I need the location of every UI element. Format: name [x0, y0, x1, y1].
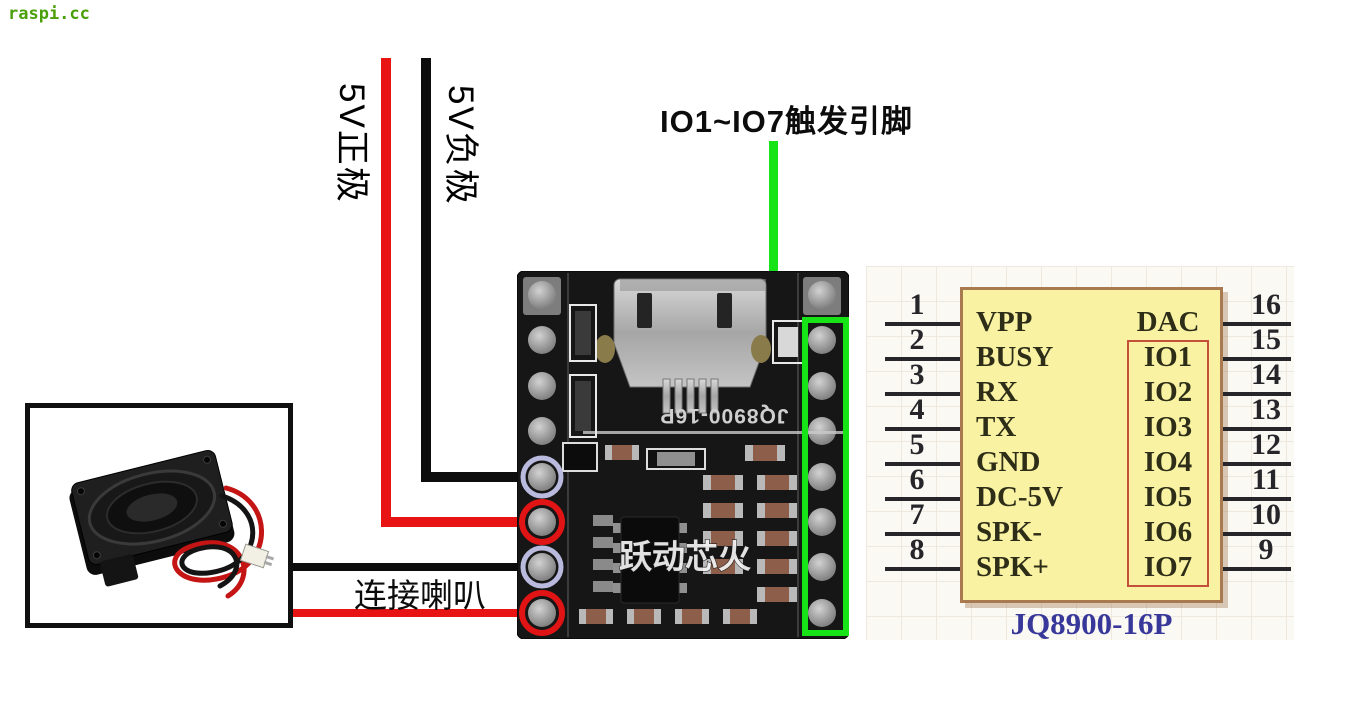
negative-wire-horizontal: [421, 472, 549, 482]
pin-number: 1: [909, 288, 925, 321]
io-pins-highlight-box: [802, 317, 849, 636]
pin-label: TX: [976, 411, 1017, 443]
screw-hole-icon: [76, 487, 85, 496]
pin-number: 8: [909, 533, 925, 566]
dc5v-pin-ring: [519, 499, 565, 545]
speaker-connection-label: 连接喇叭: [354, 577, 486, 614]
pin-line: [1223, 497, 1291, 501]
main-ic-chip: [613, 516, 687, 604]
pin-number: 15: [1251, 323, 1281, 356]
chip-outline-box: [960, 287, 1223, 603]
speaker-black-lead: [179, 493, 256, 589]
positive-wire-vertical: [381, 58, 391, 527]
pin-line: [1223, 462, 1291, 466]
speaker-dome: [126, 493, 178, 522]
pin-number: 5: [909, 428, 925, 461]
pin-number: 13: [1251, 393, 1281, 426]
pin-label: VPP: [976, 306, 1033, 338]
pin-line: [885, 497, 960, 501]
io-group-outline: [1127, 340, 1209, 587]
pin-line: [1223, 392, 1291, 396]
pin-number: 9: [1258, 533, 1274, 566]
board-silkscreen-text: JQ8900-16P: [659, 404, 788, 427]
pin-label: SPK-: [976, 516, 1043, 548]
speaker-black-line: [293, 563, 543, 571]
pin-line: [885, 462, 960, 466]
speaker-illustration: [69, 450, 275, 599]
pin-line: [885, 532, 960, 536]
speaker-mount-tab: [100, 554, 139, 587]
pin-line: [1223, 532, 1291, 536]
pin-number: 6: [909, 463, 925, 496]
pin-label: GND: [976, 446, 1041, 478]
gnd-pin-ring: [520, 455, 564, 499]
board-brand-watermark: 跃动芯火: [619, 538, 751, 575]
spk-plus-pin-ring: [519, 590, 565, 636]
pin-label: DC-5V: [976, 481, 1063, 513]
pin-number: 4: [909, 393, 925, 426]
screw-hole-icon: [92, 551, 101, 560]
pin-line: [1223, 322, 1291, 326]
positive-wire-label: 5V正极: [332, 83, 371, 204]
pin-number: 3: [909, 358, 925, 391]
pin-number: 14: [1251, 358, 1281, 391]
pin-line: [885, 357, 960, 361]
spk-minus-pin-ring: [520, 545, 564, 589]
pin-label: IO4: [1143, 446, 1193, 478]
pin-line: [885, 567, 960, 571]
pin-number: 16: [1251, 288, 1281, 321]
positive-wire-horizontal: [381, 517, 549, 527]
pin-number: 10: [1251, 498, 1281, 531]
pin-number: 7: [909, 498, 925, 531]
io-trigger-label: IO1~IO7触发引脚: [660, 104, 914, 139]
right-pin-pads: [808, 281, 836, 627]
pin-line: [1223, 567, 1291, 571]
pin-line: [1223, 357, 1291, 361]
pin-label: BUSY: [976, 341, 1054, 373]
pin-line: [885, 427, 960, 431]
site-watermark: raspi.cc: [8, 4, 90, 24]
left-pin-pads: [528, 281, 556, 627]
pin-number: 12: [1251, 428, 1281, 461]
pin-number: 11: [1251, 463, 1281, 496]
jq8900-module-board: JQ8900-16P: [517, 271, 849, 639]
pin-label: IO6: [1143, 516, 1193, 548]
pin-label: SPK+: [976, 551, 1049, 583]
micro-usb-connector: [595, 278, 771, 414]
speaker-connector: [239, 543, 275, 569]
pin-label: DAC: [1136, 306, 1200, 338]
pin-label: IO2: [1143, 376, 1193, 408]
screw-hole-icon: [218, 519, 227, 528]
speaker-red-line: [293, 609, 543, 617]
io-callout-line-vertical: [769, 141, 778, 329]
pinout-title: JQ8900-16P: [1010, 606, 1173, 641]
smd-components: [562, 304, 804, 624]
speaker-photo-frame: [25, 403, 293, 628]
pcb-divider-right: [797, 273, 799, 637]
pin-label: IO3: [1143, 411, 1193, 443]
negative-wire-label: 5V负极: [441, 85, 480, 206]
pin-number: 2: [909, 323, 925, 356]
pin-label: IO7: [1143, 551, 1193, 583]
pin-line: [885, 392, 960, 396]
pin-line: [1223, 427, 1291, 431]
pin-label: RX: [976, 376, 1018, 408]
silk-line: [583, 431, 849, 434]
screw-hole-icon: [203, 455, 212, 464]
negative-wire-vertical: [421, 58, 431, 482]
pin-label: IO1: [1143, 341, 1193, 373]
pin-line: [885, 322, 960, 326]
pin-label: IO5: [1143, 481, 1193, 513]
